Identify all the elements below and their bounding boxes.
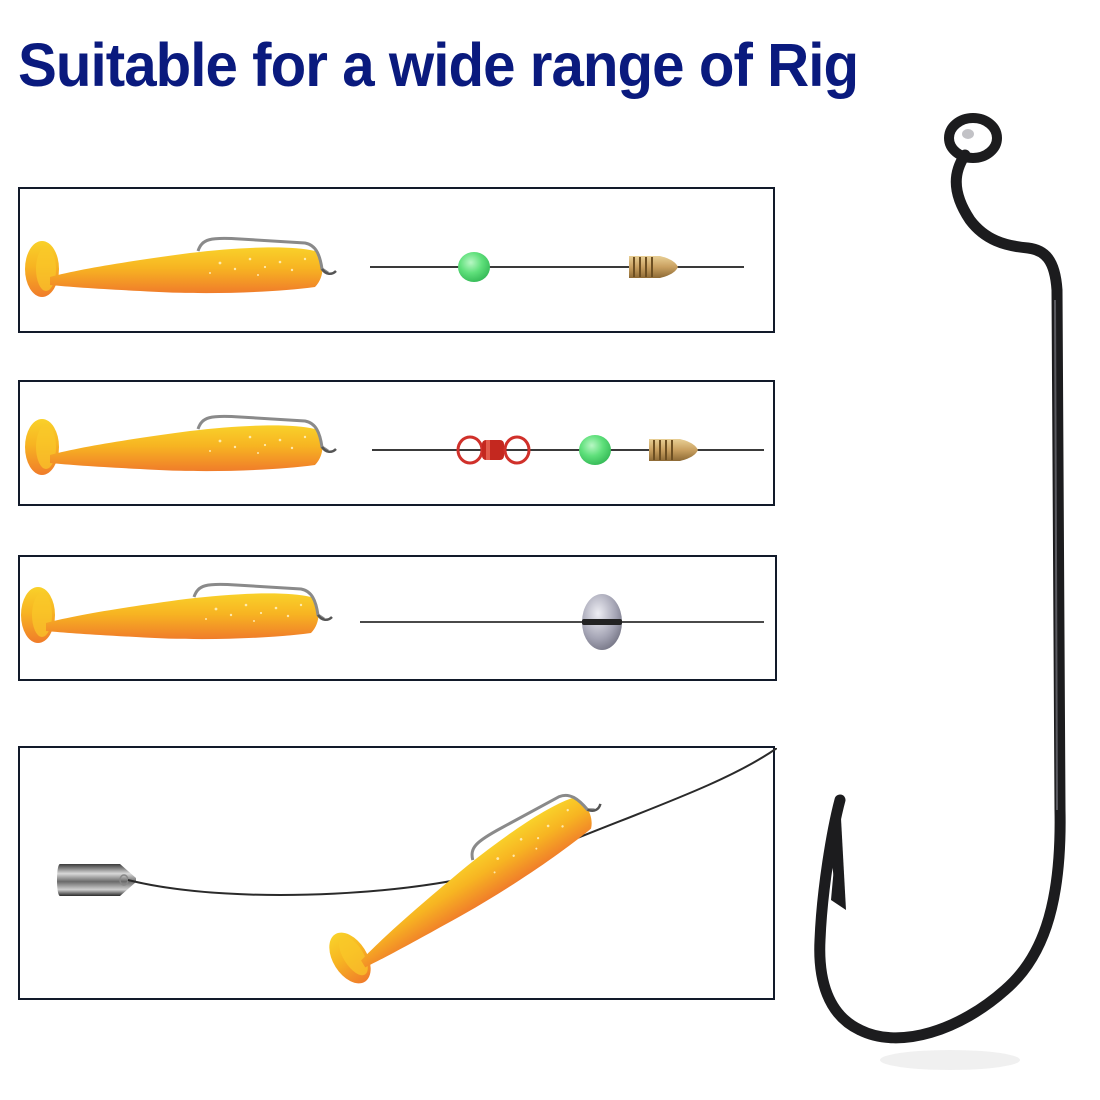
bullet-sinker-icon [629,256,678,278]
rig-panel-carolina [18,380,775,506]
page-title: Suitable for a wide range of Rig [18,31,859,99]
cylinder-sinker-icon [57,864,136,896]
glow-bead-icon [579,435,611,465]
soft-plastic-lure-icon [23,236,338,299]
barrel-swivel-icon [456,435,531,465]
offset-worm-hook-icon [814,113,1066,1070]
fishing-line [127,748,777,896]
glow-bead-icon [458,252,490,282]
rig-panel-drop-shot [18,746,777,1000]
rig-panel-split-shot [18,555,777,681]
split-shot-weight-icon [582,594,622,650]
soft-plastic-lure-icon [20,582,334,645]
bullet-sinker-icon [649,439,698,461]
soft-plastic-lure-icon [317,774,616,993]
rig-panel-texas [18,187,775,333]
soft-plastic-lure-icon [23,414,338,477]
